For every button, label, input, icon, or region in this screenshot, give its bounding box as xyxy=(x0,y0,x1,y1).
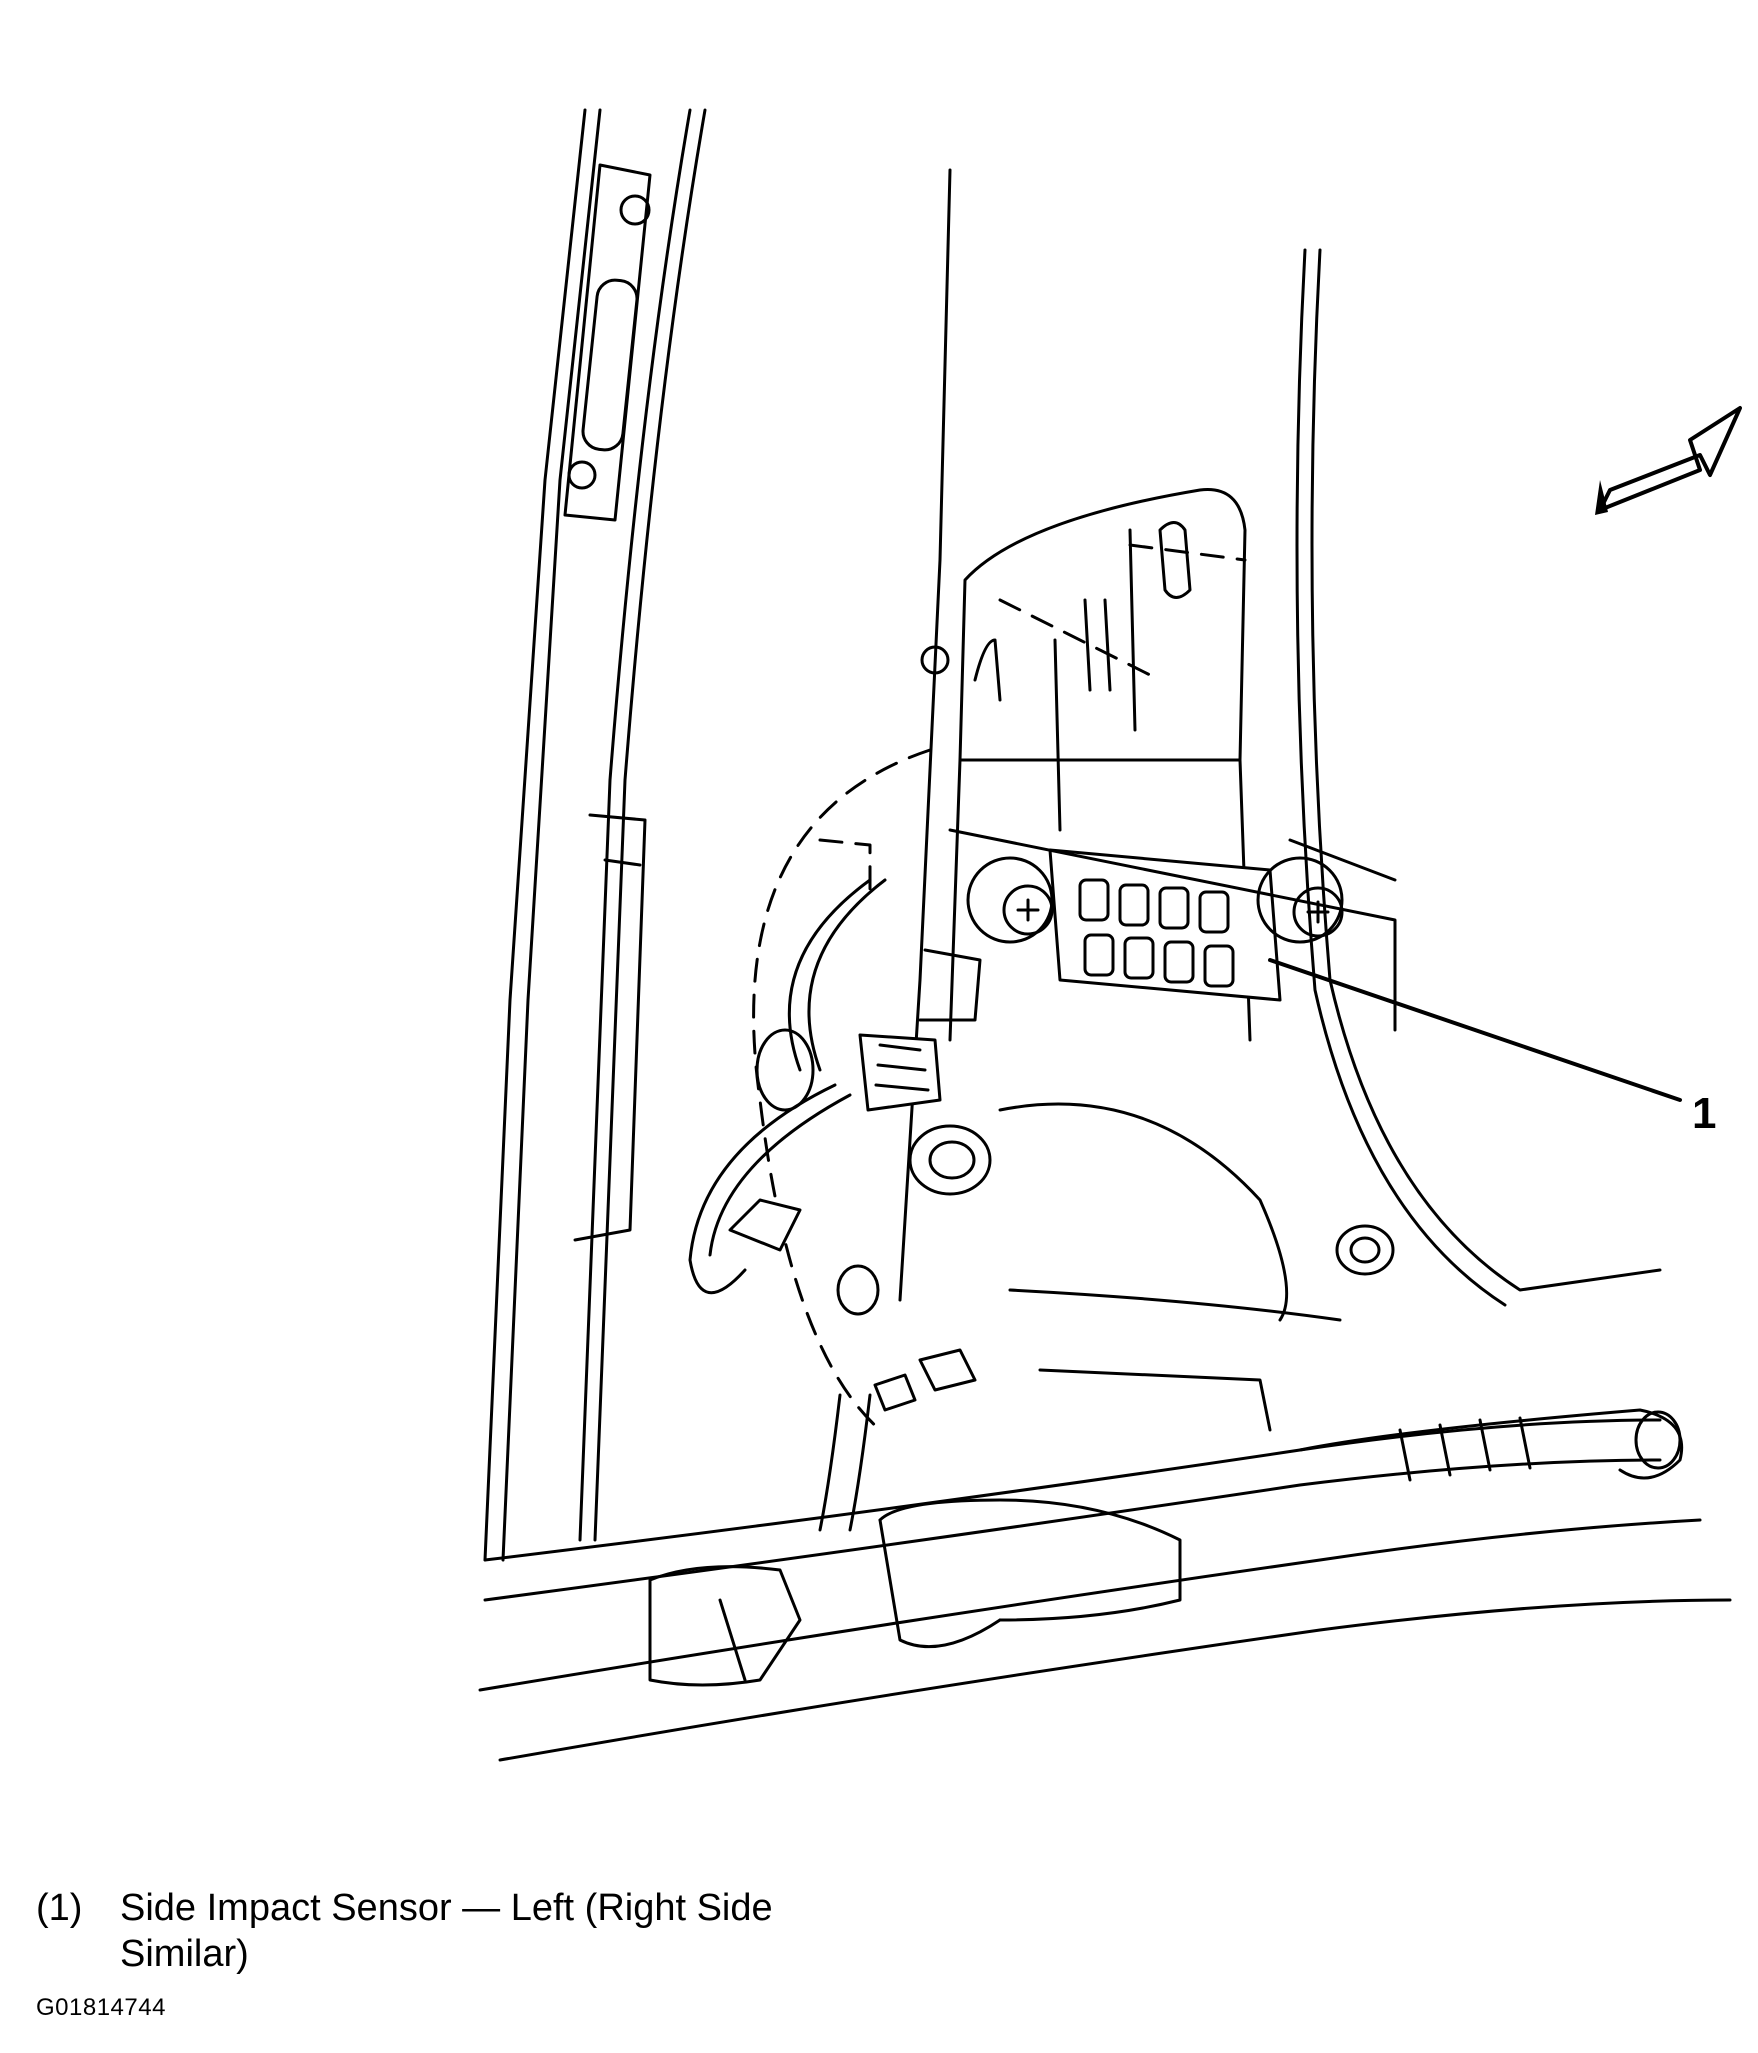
pillar-flange xyxy=(563,163,652,1242)
callout-1: 1 xyxy=(1268,958,1716,1138)
side-impact-sensor-diagram: 1 xyxy=(478,108,1742,1762)
sensor-bolts xyxy=(966,856,1344,944)
figure-id-label: G01814744 xyxy=(36,1994,166,2021)
side-impact-sensor xyxy=(948,828,1397,1032)
body-pillar-outline xyxy=(483,108,1662,1562)
alignment-dashed-lines xyxy=(752,543,1247,1432)
wiring-harness-connector xyxy=(688,878,982,1295)
callout-number: 1 xyxy=(1692,1089,1716,1138)
legend-item-text: Side Impact Sensor — Left (Right Side Si… xyxy=(120,1887,773,1975)
sensor-ribs xyxy=(1078,878,1235,988)
figure-legend: (1) Side Impact Sensor — Left (Right Side… xyxy=(36,1885,936,1977)
callout-leader-line xyxy=(1268,958,1682,1102)
legend-item-number: (1) xyxy=(36,1887,83,1929)
lower-pillar-details xyxy=(836,1102,1395,1432)
forward-direction-arrow-icon xyxy=(1595,406,1742,515)
sill-harness-conduit xyxy=(478,1393,1732,1762)
